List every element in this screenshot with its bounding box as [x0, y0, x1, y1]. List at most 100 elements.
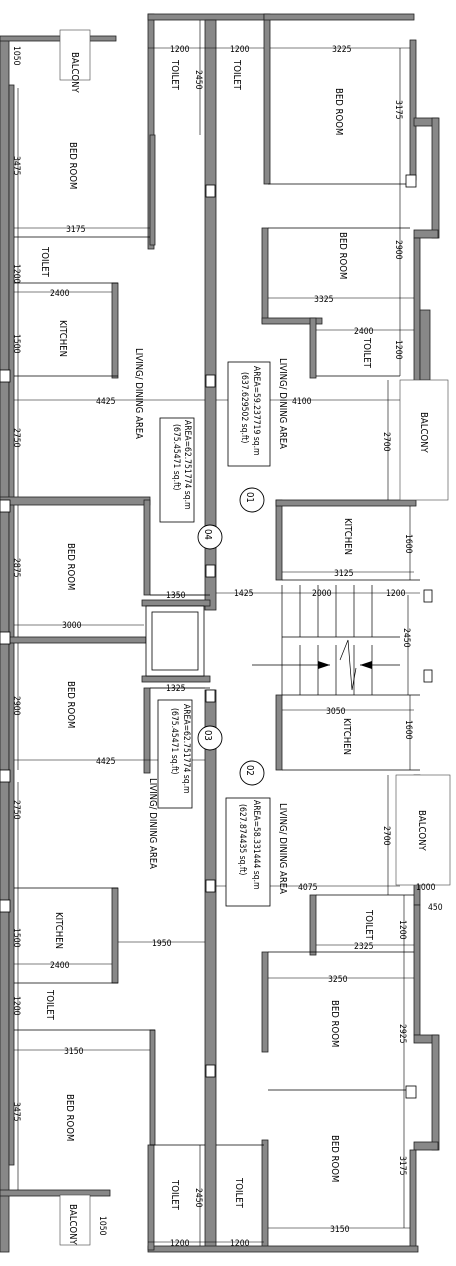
wall-bed-r2: [261, 227, 269, 324]
dim-2000: 2000: [312, 589, 332, 599]
dim-3175-right-top: 3175: [393, 100, 403, 120]
column: [405, 174, 417, 188]
room-label-toilet-right-2: TOILET: [363, 909, 374, 941]
room-label-toilet-bottom-2: TOILET: [233, 1177, 244, 1209]
dim-1200-left-b: 1200: [11, 996, 21, 1016]
column: [205, 1064, 216, 1078]
dim-2750-a: 2750: [11, 428, 21, 448]
area-text-unit-01-sqft: (637.629502 sq.ft): [239, 372, 249, 443]
dim-1600-b: 1600: [403, 720, 413, 740]
column: [0, 769, 11, 783]
dim-1200-left-a: 1200: [11, 264, 21, 284]
walls: [0, 13, 440, 1253]
room-labels: BALCONY TOILET TOILET BED ROOM BED ROOM …: [39, 52, 429, 1246]
wall-top-toilets: [147, 13, 269, 21]
wall-bottom-left: [0, 1189, 111, 1197]
room-label-balcony-top-left: BALCONY: [69, 52, 80, 94]
column: [0, 899, 11, 913]
room-label-kitchen-left-1: KITCHEN: [57, 320, 68, 357]
room-label-balcony-right-2: BALCONY: [416, 810, 427, 852]
column: [0, 499, 11, 513]
dim-1950: 1950: [152, 939, 172, 949]
wall-central-spine-bottom: [204, 689, 217, 1251]
dim-3225: 3225: [332, 45, 352, 55]
wall-outer-right-2: [413, 237, 421, 389]
dimension-texts: 1050 1200 1200 2450 3225 3175 3475 3175 …: [11, 45, 443, 1249]
wall-bed-l2: [143, 499, 151, 596]
wall-bottom-toilet-left: [147, 1144, 155, 1251]
dim-3475-top: 3475: [11, 156, 21, 176]
dim-1600-a: 1600: [403, 534, 413, 554]
dim-1425: 1425: [234, 589, 254, 599]
wall-toilet-r1-left: [309, 317, 317, 379]
dim-1325: 1325: [166, 684, 186, 694]
dim-3150-bottom: 3150: [330, 1225, 350, 1235]
wall-top-toilet-right: [263, 13, 271, 185]
dim-2450-bottom: 2450: [193, 1188, 203, 1208]
wall-toilet-bc-right: [261, 1139, 269, 1251]
column: [0, 369, 11, 383]
dim-3175-left: 3175: [66, 225, 86, 235]
dim-4100: 4100: [292, 397, 312, 407]
wall-outer-left: [0, 39, 10, 1253]
wall-top-right: [263, 13, 415, 21]
dim-1200-top-b: 1200: [230, 45, 250, 55]
dim-4425-a: 4425: [96, 397, 116, 407]
room-label-living-04: LIVING/ DINING AREA: [133, 348, 144, 439]
columns: [0, 174, 433, 1099]
dim-3325: 3325: [314, 295, 334, 305]
unit-number-01: 01: [244, 492, 255, 503]
room-label-balcony-bottom-left: BALCONY: [67, 1204, 78, 1246]
dim-1200-stair: 1200: [386, 589, 406, 599]
wall-kitchen-left-1: [111, 282, 119, 379]
room-label-toilet-left-1: TOILET: [39, 246, 50, 278]
dim-2750-b: 2750: [11, 800, 21, 820]
wall-right-bump-2b: [413, 1141, 439, 1151]
dim-450: 450: [428, 903, 443, 913]
dim-1050-bottom: 1050: [97, 1216, 107, 1236]
room-label-living-01: LIVING/ DINING AREA: [277, 358, 288, 449]
wall-bed-left-1: [149, 134, 156, 246]
dimension-lines: [14, 20, 420, 1246]
area-text-unit-04-sqm: AREA=62.751774 sq.m: [182, 420, 192, 510]
wall-kitchen-r1-top: [275, 499, 417, 507]
unit-number-03: 03: [202, 730, 213, 741]
dim-3000: 3000: [62, 621, 82, 631]
wall-right-bump-1b: [413, 229, 439, 239]
room-label-living-02: LIVING/ DINING AREA: [277, 803, 288, 894]
unit-circle-01: [239, 487, 265, 513]
room-label-bed-left-4: BED ROOM: [64, 1094, 75, 1141]
room-label-bed-right-3: BED ROOM: [329, 1000, 340, 1047]
dim-2450-top: 2450: [193, 70, 203, 90]
area-boxes: AREA=59.237719 sq.m (637.629502 sq.ft) A…: [157, 361, 271, 907]
dim-2700-b: 2700: [381, 826, 391, 846]
wall-kitchen-r2-left: [275, 694, 283, 771]
area-box-unit-03: [157, 699, 193, 809]
room-label-bed-left-2: BED ROOM: [65, 543, 76, 590]
room-label-bed-right-4: BED ROOM: [329, 1135, 340, 1182]
room-label-toilet-bottom-1: TOILET: [169, 1179, 180, 1211]
dim-2925: 2925: [397, 1024, 407, 1044]
area-text-unit-02-sqft: (627.874435 sq.ft): [237, 804, 247, 875]
wall-right-bump-2v: [431, 1034, 440, 1151]
room-label-kitchen-right-2: KITCHEN: [341, 718, 352, 755]
dim-2450-stair: 2450: [401, 628, 411, 648]
dim-2400-right-a: 2400: [354, 327, 374, 337]
wall-bed-l2-l3: [0, 636, 147, 644]
area-box-unit-02: [225, 797, 271, 907]
room-label-toilet-right-1: TOILET: [361, 337, 372, 369]
column: [205, 564, 216, 578]
unit-number-02: 02: [244, 765, 255, 776]
column: [205, 374, 216, 388]
column: [405, 1085, 417, 1099]
area-text-unit-03-sqft: (675.45471 sq.ft): [169, 708, 179, 775]
column: [423, 669, 433, 683]
wall-outer-right-1: [409, 39, 417, 181]
dim-2900-right: 2900: [393, 240, 403, 260]
room-label-bed-top-right: BED ROOM: [333, 88, 344, 135]
room-label-kitchen-left-2: KITCHEN: [53, 912, 64, 949]
room-label-toilet-top-1: TOILET: [169, 59, 180, 91]
room-label-bed-top-left: BED ROOM: [67, 142, 78, 189]
dim-1200-bottom-a: 1200: [170, 1239, 190, 1249]
wall-top-left: [0, 35, 117, 42]
